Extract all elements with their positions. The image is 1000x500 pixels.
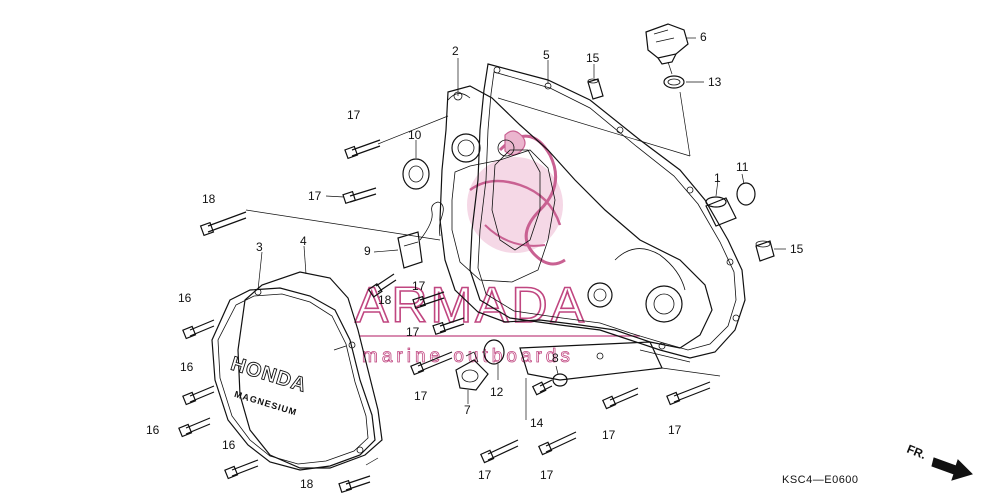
- callout-16: 16: [178, 291, 192, 305]
- callout-17: 17: [347, 108, 361, 122]
- callout-17: 17: [406, 325, 420, 339]
- callout-17: 17: [540, 468, 554, 482]
- bolts: [178, 139, 711, 494]
- callout-6: 6: [700, 30, 707, 44]
- callout-16: 16: [180, 360, 194, 374]
- callout-17: 17: [412, 279, 426, 293]
- callout-17: 17: [668, 423, 682, 437]
- callout-18: 18: [202, 192, 216, 206]
- callout-13: 13: [708, 75, 722, 89]
- callout-12: 12: [490, 385, 504, 399]
- callout-15: 15: [790, 242, 804, 256]
- dowel-pin-part: [587, 78, 604, 100]
- gasket-holes: [493, 66, 740, 350]
- front-direction-indicator: FR.: [905, 442, 973, 481]
- callout-18: 18: [378, 293, 392, 307]
- callout-14: 14: [530, 416, 544, 430]
- sensor-part: [397, 201, 444, 269]
- callout-3: 3: [256, 240, 263, 254]
- watermark: ARMADA marine outboards: [354, 130, 640, 367]
- direction-arrow-icon: [931, 457, 973, 481]
- o-ring-part: [483, 339, 505, 365]
- clutch-cover-part: [439, 85, 713, 349]
- snap-ring-part: [736, 182, 756, 206]
- direction-label: FR.: [905, 442, 928, 462]
- callout-5: 5: [543, 48, 550, 62]
- callout-9: 9: [364, 244, 371, 258]
- collar-part: [705, 196, 737, 227]
- cover-gasket-part: [237, 271, 383, 469]
- bracket-plate-part: [519, 341, 663, 381]
- dowel-pin-part: [755, 240, 775, 262]
- plug-part: [455, 351, 489, 391]
- callout-2: 2: [452, 44, 459, 58]
- callouts: 1 2 3 4 5 6 7 8 9 10 11 12 13 14 15 15 1…: [146, 30, 804, 491]
- callout-17: 17: [308, 189, 322, 203]
- outer-cover-part: [211, 287, 376, 471]
- callout-1: 1: [714, 171, 721, 185]
- gasket-part: [469, 63, 746, 359]
- o-ring-part: [663, 75, 685, 89]
- drawing-code: KSC4—E0600: [782, 474, 859, 486]
- oil-seal-part: [402, 158, 430, 190]
- watermark-logo: [467, 130, 566, 266]
- callout-17: 17: [478, 468, 492, 482]
- callout-17: 17: [414, 389, 428, 403]
- callout-15: 15: [586, 51, 600, 65]
- callout-7: 7: [464, 403, 471, 417]
- callout-11: 11: [736, 160, 749, 174]
- callout-18: 18: [300, 477, 314, 491]
- callout-8: 8: [552, 351, 559, 365]
- oil-filler-cap-part: [645, 23, 689, 65]
- callout-16: 16: [222, 438, 236, 452]
- watermark-brand: ARMADA: [355, 277, 587, 333]
- sealing-washer-part: [552, 373, 568, 387]
- leader-lines: [245, 37, 786, 466]
- callout-10: 10: [408, 128, 422, 142]
- callout-17: 17: [602, 428, 616, 442]
- callout-4: 4: [300, 234, 307, 248]
- watermark-tagline: marine outboards: [362, 346, 574, 367]
- callout-16: 16: [146, 423, 160, 437]
